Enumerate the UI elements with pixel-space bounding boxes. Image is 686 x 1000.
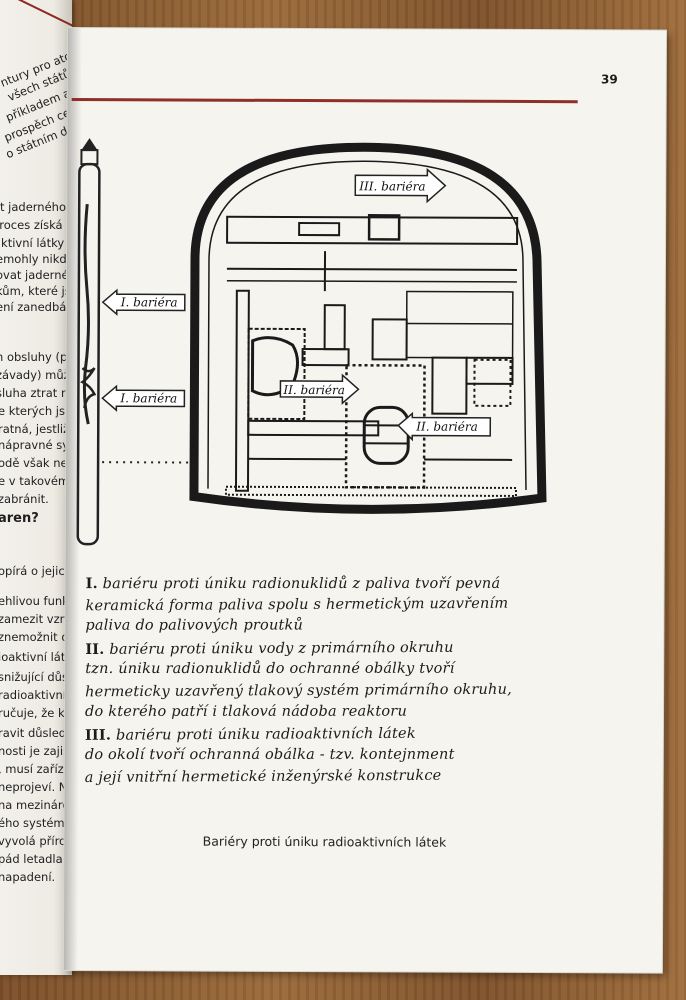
handwritten-line: keramická forma paliva spolu s hermetick… xyxy=(85,595,508,614)
left-page-text-fragment: ravit důsledky xyxy=(0,726,72,740)
left-page-text-fragment: aren? xyxy=(0,511,39,526)
vessel-barrier-label: II. bariéra xyxy=(415,420,478,434)
handwritten-line: hermeticky uzavřený tlakový systém primá… xyxy=(85,681,512,700)
handwritten-line: III. bariéru proti úniku radioaktivních … xyxy=(85,724,416,743)
left-page-text-fragment: opírá o jejich p xyxy=(0,564,72,578)
handwritten-text: paliva do palivových proutků xyxy=(85,617,304,634)
left-page-text-fragment: odě však nevede xyxy=(0,456,72,470)
inner-label-arrow: II. bariéra xyxy=(279,373,360,405)
left-page-text-fragment: e v takovém při xyxy=(0,474,72,488)
rod-bottom-label: I. bariéra xyxy=(119,391,177,405)
handwritten-text: keramická forma paliva spolu s hermetick… xyxy=(85,595,509,614)
barrier-number: I. xyxy=(85,575,98,593)
left-page-text-fragment: ení zanedbává xyxy=(0,300,72,314)
handwritten-line: do okolí tvoří ochranná obálka - tzv. ko… xyxy=(85,747,455,763)
left-page-text-fragment: ručuje, že konst xyxy=(0,706,72,720)
left-page-text-fragment: vyvolá příroda xyxy=(0,834,72,848)
barrier-number: III. xyxy=(84,726,112,744)
handwritten-line: a její vnitřní hermetické inženýrské kon… xyxy=(85,767,442,785)
left-page-text-fragment: sluha ztrat mo xyxy=(0,386,72,400)
vessel-label-arrow: II. bariéra xyxy=(397,411,492,442)
left-page-text-fragment: nosti je zajišt xyxy=(0,744,72,758)
left-page-text-fragment: ého systému je xyxy=(0,816,72,830)
handwritten-line: paliva do palivových proutků xyxy=(85,617,303,633)
handwritten-text: hermeticky uzavřený tlakový systém primá… xyxy=(85,681,512,700)
handwritten-line: tzn. úniku radionuklidů do ochranné obál… xyxy=(85,661,454,677)
rod-top-label: I. bariéra xyxy=(120,295,178,309)
rod-top-label-arrow: I. bariéra xyxy=(101,288,186,316)
handwritten-text: tzn. úniku radionuklidů do ochranné obál… xyxy=(85,660,455,678)
left-page-text-fragment: nápravné systé xyxy=(0,438,72,452)
left-page-text-fragment: závady) může xyxy=(0,368,72,382)
left-page-text-fragment: ehlivou funkci xyxy=(0,594,72,608)
left-page-text-fragment: ovat jaderné xyxy=(0,268,69,282)
handwritten-text: do kterého patří i tlaková nádoba reakto… xyxy=(85,703,407,720)
handwritten-text: bariéru proti úniku radioaktivních látek xyxy=(115,725,416,744)
barrier-number: II. xyxy=(85,640,105,658)
left-page-text-fragment: st jaderného xyxy=(0,200,66,214)
handwritten-line: I. bariéru proti úniku radionuklidů z pa… xyxy=(86,575,501,592)
left-page-text-fragment: znemožnit da xyxy=(0,630,72,644)
figure-caption: Bariéry proti úniku radioaktivních látek xyxy=(202,833,447,850)
left-page-text-fragment: emohly nikdy xyxy=(0,252,72,266)
reactor-internals xyxy=(224,214,519,497)
left-page-text-fragment: na mezinárod xyxy=(0,798,72,812)
handwritten-text: bariéru proti úniku vody z primárního ok… xyxy=(109,639,454,658)
left-page-text-fragment: snižující důsled xyxy=(0,670,72,684)
left-page-text-fragment: zamezit vzniku xyxy=(0,612,72,626)
left-page-text-fragment: proces získá xyxy=(0,218,63,232)
dome-label-arrow: III. bariéra xyxy=(354,167,447,204)
handwritten-text: a její vnitřní hermetické inženýrské kon… xyxy=(84,767,442,786)
handwritten-text: do okolí tvoří ochranná obálka - tzv. ko… xyxy=(84,746,455,764)
containment-dome xyxy=(189,142,547,514)
left-page-text-fragment: e kterých jsou xyxy=(0,404,72,418)
dome-label: III. bariéra xyxy=(358,179,425,193)
handwritten-line: II. bariéru proti úniku vody z primárníh… xyxy=(85,638,454,657)
reactor-barriers-figure: I. bariéra I. bariéra III. bariéra xyxy=(76,138,547,546)
left-page-header-rule xyxy=(9,0,72,31)
right-page: 39 I. bariéra I. bariéra I xyxy=(63,28,666,973)
handwritten-line: do kterého patří i tlaková nádoba reakto… xyxy=(85,704,407,720)
handwritten-text: bariéru proti úniku radionuklidů z paliv… xyxy=(102,575,501,593)
left-page-text-fragment: ratná, jestliže xyxy=(0,422,72,436)
left-page-text-fragment: neprojeví. Na xyxy=(0,780,72,794)
left-page-text-fragment: radioaktivních xyxy=(0,688,72,702)
left-page-text-fragment: aktivní látky xyxy=(0,236,65,250)
left-page-text-fragment: ioaktivní látky xyxy=(0,650,72,664)
left-page-text-fragment: , musí zařízen xyxy=(0,762,72,776)
left-page-text-fragment: zabránit. xyxy=(0,492,49,506)
left-page-text-fragment: napadení. xyxy=(0,870,56,884)
left-page-text-fragment: h obsluhy (po xyxy=(0,350,72,364)
rod-bottom-label-arrow: I. bariéra xyxy=(101,384,186,412)
inner-barrier-label: II. bariéra xyxy=(282,383,345,397)
left-page-text-fragment: kům, které jsou xyxy=(0,284,72,298)
left-page-text-fragment: pád letadla, pob xyxy=(0,852,72,866)
fuel-rod-drawing xyxy=(76,138,101,546)
